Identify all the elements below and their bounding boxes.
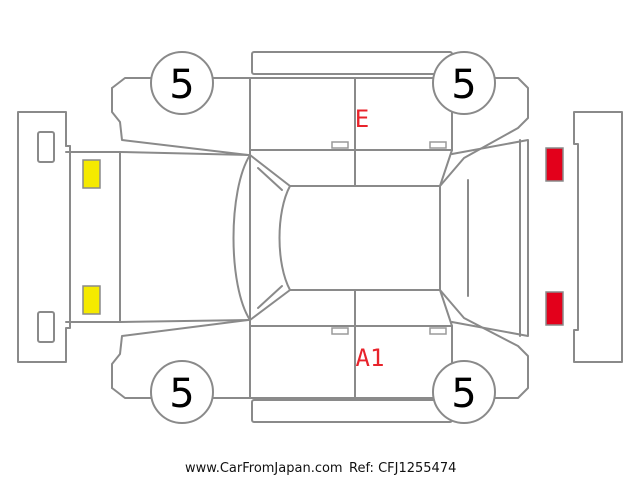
tire-rear-right: 5 <box>432 360 496 424</box>
taillight-bottom <box>545 291 564 326</box>
tire-front-left-score: 5 <box>169 62 194 108</box>
tire-front-left: 5 <box>150 51 214 115</box>
tire-front-right: 5 <box>150 360 214 424</box>
headlight-top <box>82 159 101 189</box>
hood-panel <box>65 145 251 323</box>
tire-rear-left-score: 5 <box>451 62 476 108</box>
tire-front-right-score: 5 <box>169 371 194 417</box>
tire-rear-right-score: 5 <box>451 371 476 417</box>
door-bottom <box>249 289 453 423</box>
damage-code-bottom-door: A1 <box>356 344 385 372</box>
headlight-bottom <box>82 285 101 315</box>
damage-code-top-door: E <box>355 105 369 133</box>
rear-bumper <box>573 111 623 363</box>
front-bumper <box>17 111 71 363</box>
door-top-front <box>249 51 453 187</box>
footer-ref-text: Ref: CFJ1255474 <box>349 461 456 476</box>
footer-site-text: www.CarFromJapan.com <box>185 461 343 476</box>
taillight-top <box>545 147 564 182</box>
tire-rear-left: 5 <box>432 51 496 115</box>
roof-cabin <box>232 149 453 327</box>
trunk-panel <box>451 139 529 337</box>
